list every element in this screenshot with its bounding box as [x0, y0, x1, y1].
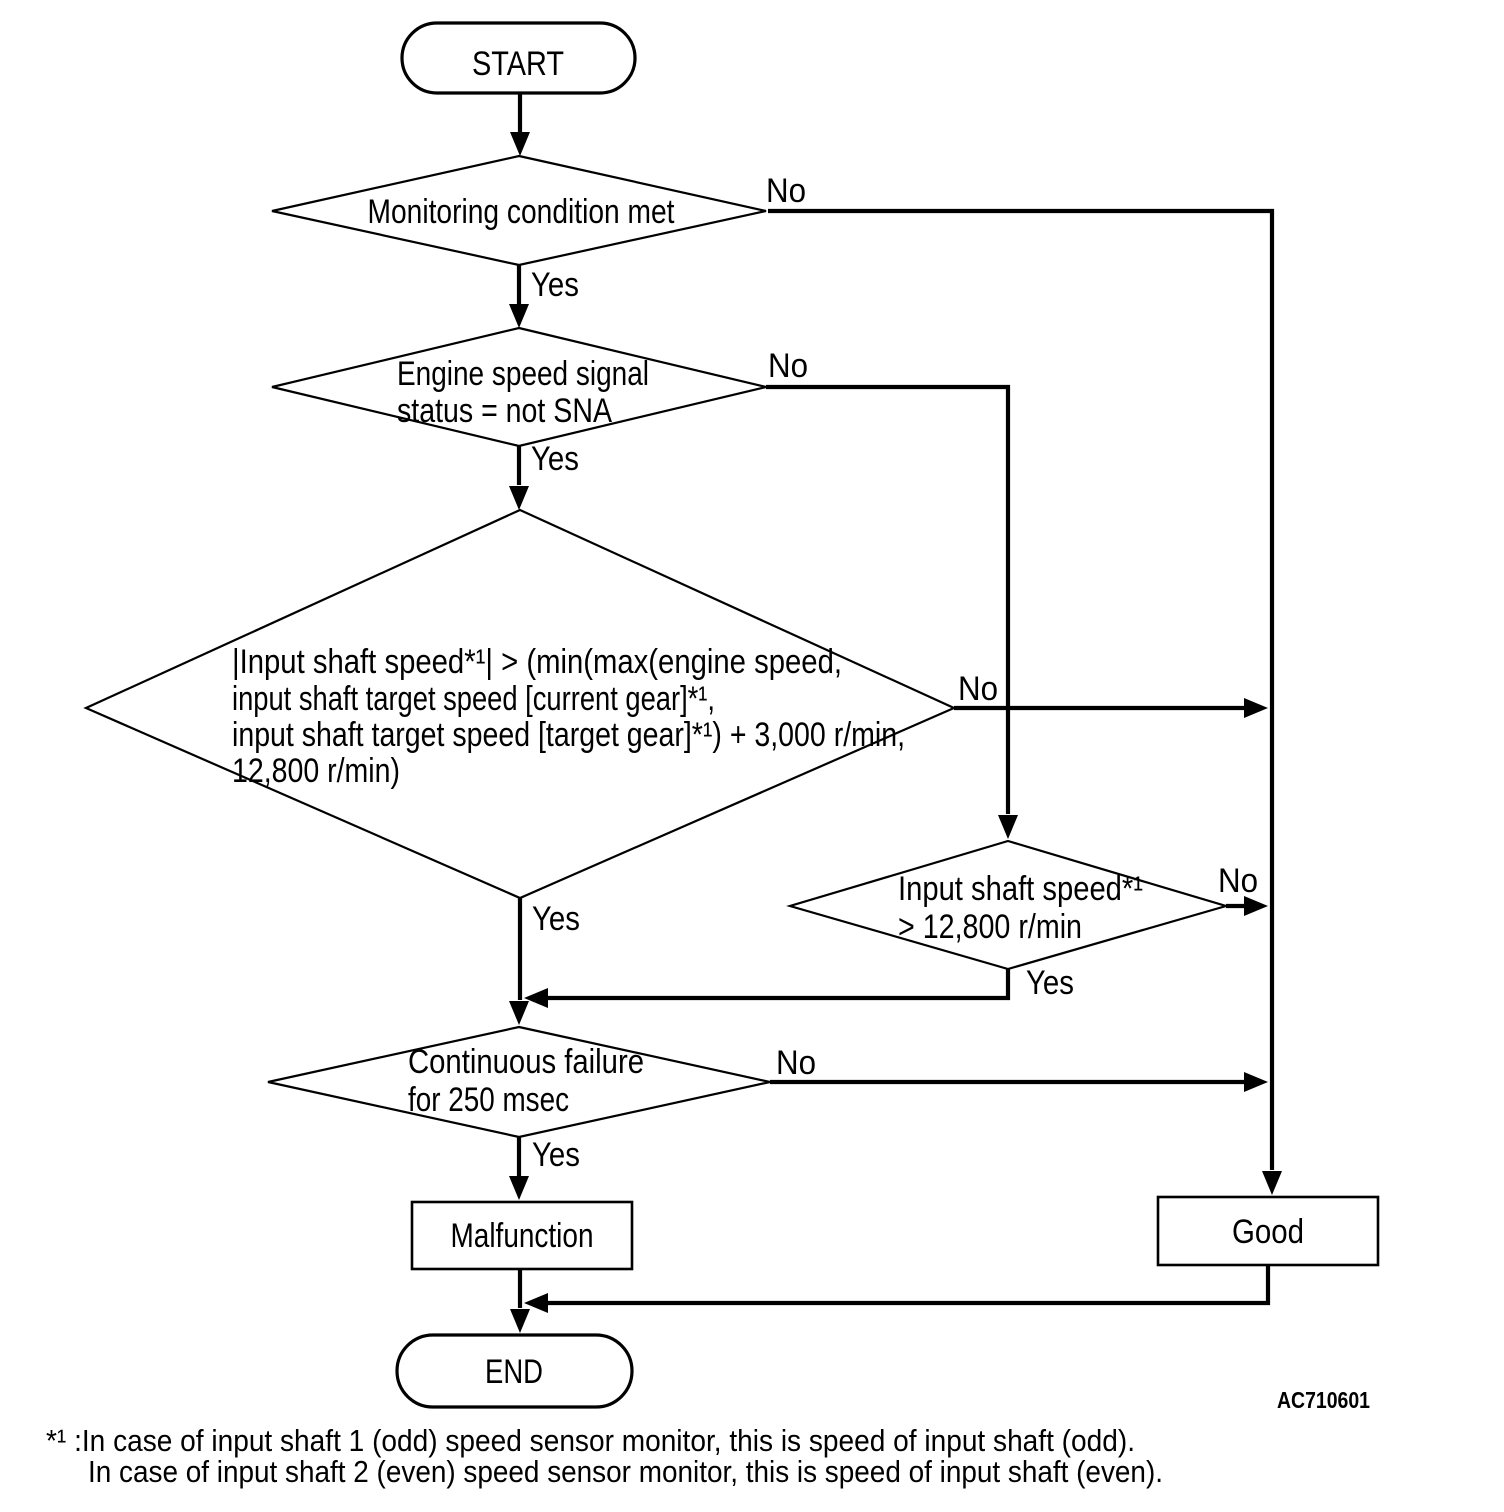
d3-yes-label: Yes [532, 900, 580, 938]
good-label: Good [1232, 1213, 1304, 1251]
d2-label-line2: status = not SNA [397, 392, 612, 430]
decision-engine-speed-signal [271, 326, 767, 448]
d2-yes-label: Yes [531, 440, 579, 478]
edge-d2-no [766, 384, 1011, 814]
d4-label-line1: Continuous failure [408, 1043, 644, 1081]
arrowhead-into-d4 [509, 1001, 529, 1025]
d2-label-line1: Engine speed signal [397, 355, 649, 393]
arrowhead-d4-no-into-rail [1244, 1072, 1268, 1092]
end-node [395, 1333, 634, 1409]
d5-label-line1: Input shaft speed*¹ [898, 870, 1143, 908]
d3-label-line2: input shaft target speed [current gear]*… [232, 680, 715, 718]
decision-input-shaft-speed-threshold [83, 508, 957, 900]
malfunction-label: Malfunction [451, 1217, 594, 1255]
end-label: END [485, 1353, 543, 1391]
arrowhead-good-return-into-line [524, 1293, 548, 1313]
d5-yes-label: Yes [1026, 964, 1074, 1002]
d1-label: Monitoring condition met [368, 193, 675, 231]
d3-label-line4: 12,800 r/min) [232, 752, 400, 790]
footnote-line1: *¹ :In case of input shaft 1 (odd) speed… [46, 1423, 1135, 1458]
good-node [1156, 1195, 1380, 1267]
arrowhead-d5-no-into-rail [1244, 896, 1268, 916]
d3-label-line3: input shaft target speed [target gear]*¹… [232, 716, 905, 754]
d3-label-line1: |Input shaft speed*¹| > (min(max(engine … [232, 643, 842, 681]
d4-yes-label: Yes [532, 1136, 580, 1174]
arrowhead-into-d3 [509, 486, 529, 510]
d3-no-label: No [958, 670, 998, 708]
edge-d5-yes-return [546, 969, 1011, 1001]
d4-label-line2: for 250 msec [408, 1081, 569, 1119]
arrowhead-into-d2 [509, 304, 529, 328]
d1-no-label: No [766, 172, 806, 210]
decision-monitoring-condition [271, 154, 767, 267]
start-label: START [472, 45, 564, 83]
edge-good-return [546, 1265, 1271, 1306]
arrowhead-into-end [510, 1309, 530, 1333]
d5-no-label: No [1218, 862, 1258, 900]
d2-no-label: No [768, 347, 808, 385]
footnote-line2: In case of input shaft 2 (even) speed se… [88, 1454, 1163, 1489]
arrowhead-d5-yes-into-line [524, 988, 548, 1008]
arrowhead-into-d1 [510, 132, 530, 156]
arrowhead-d3-no-into-rail [1244, 698, 1268, 718]
d5-label-line2: > 12,800 r/min [898, 908, 1082, 946]
arrowhead-into-malfunction [509, 1176, 529, 1200]
decision-input-shaft-speed-12800 [786, 839, 1230, 971]
d4-no-label: No [776, 1044, 816, 1082]
malfunction-node [410, 1200, 634, 1271]
d1-yes-label: Yes [531, 266, 579, 304]
edge-d1-no-rail [768, 208, 1275, 1170]
decision-continuous-failure [267, 1025, 771, 1139]
figure-code: AC710601 [1277, 1387, 1370, 1413]
arrowhead-into-good [1262, 1171, 1282, 1195]
arrowhead-into-d5 [998, 815, 1018, 839]
start-node [400, 21, 637, 95]
